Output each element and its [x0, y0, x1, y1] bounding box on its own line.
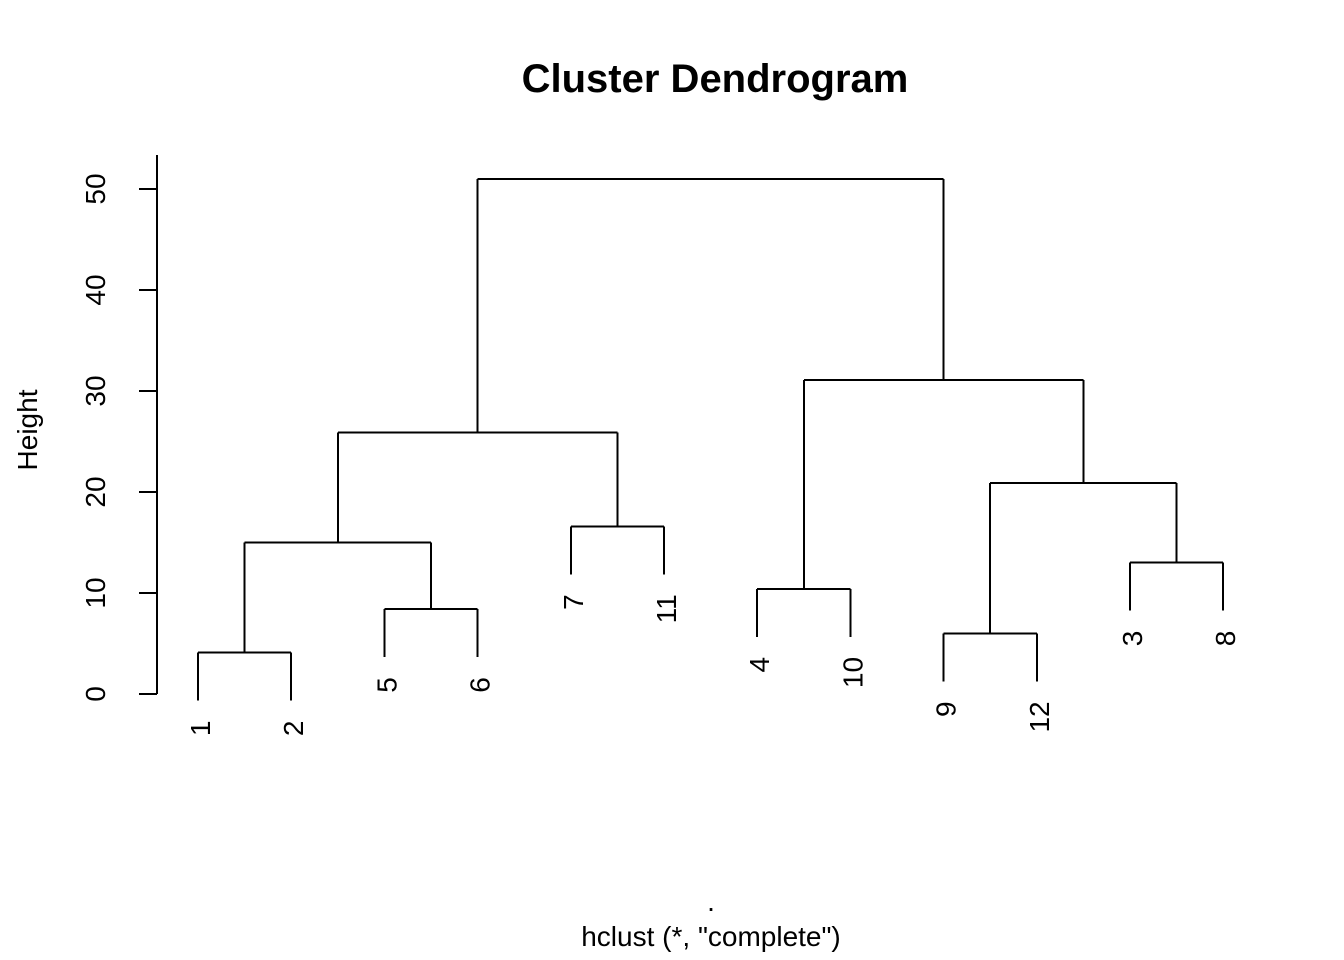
leaf-label-3: 3: [1117, 631, 1148, 647]
plot-title: Cluster Dendrogram: [521, 57, 909, 101]
y-tick-label-0: 0: [80, 686, 111, 702]
leaf-label-1: 1: [185, 721, 216, 737]
leaf-label-9: 9: [931, 701, 962, 717]
y-tick-label-30: 30: [80, 375, 111, 406]
leaf-label-4: 4: [744, 657, 775, 673]
plot-subtitle: hclust (*, "complete"): [581, 921, 841, 952]
leaf-label-10: 10: [837, 657, 868, 688]
leaf-label-2: 2: [278, 721, 309, 737]
leaf-label-5: 5: [371, 677, 402, 693]
leaf-label-7: 7: [558, 594, 589, 610]
leaf-label-6: 6: [465, 677, 496, 693]
y-tick-label-10: 10: [80, 577, 111, 608]
x-axis-label: .: [707, 886, 715, 917]
y-tick-label-50: 50: [80, 173, 111, 204]
y-axis-title: Height: [12, 389, 43, 471]
leaf-label-12: 12: [1024, 701, 1055, 732]
y-tick-label-20: 20: [80, 476, 111, 507]
leaf-label-11: 11: [651, 594, 682, 623]
y-tick-label-40: 40: [80, 274, 111, 305]
leaf-label-8: 8: [1210, 631, 1241, 647]
